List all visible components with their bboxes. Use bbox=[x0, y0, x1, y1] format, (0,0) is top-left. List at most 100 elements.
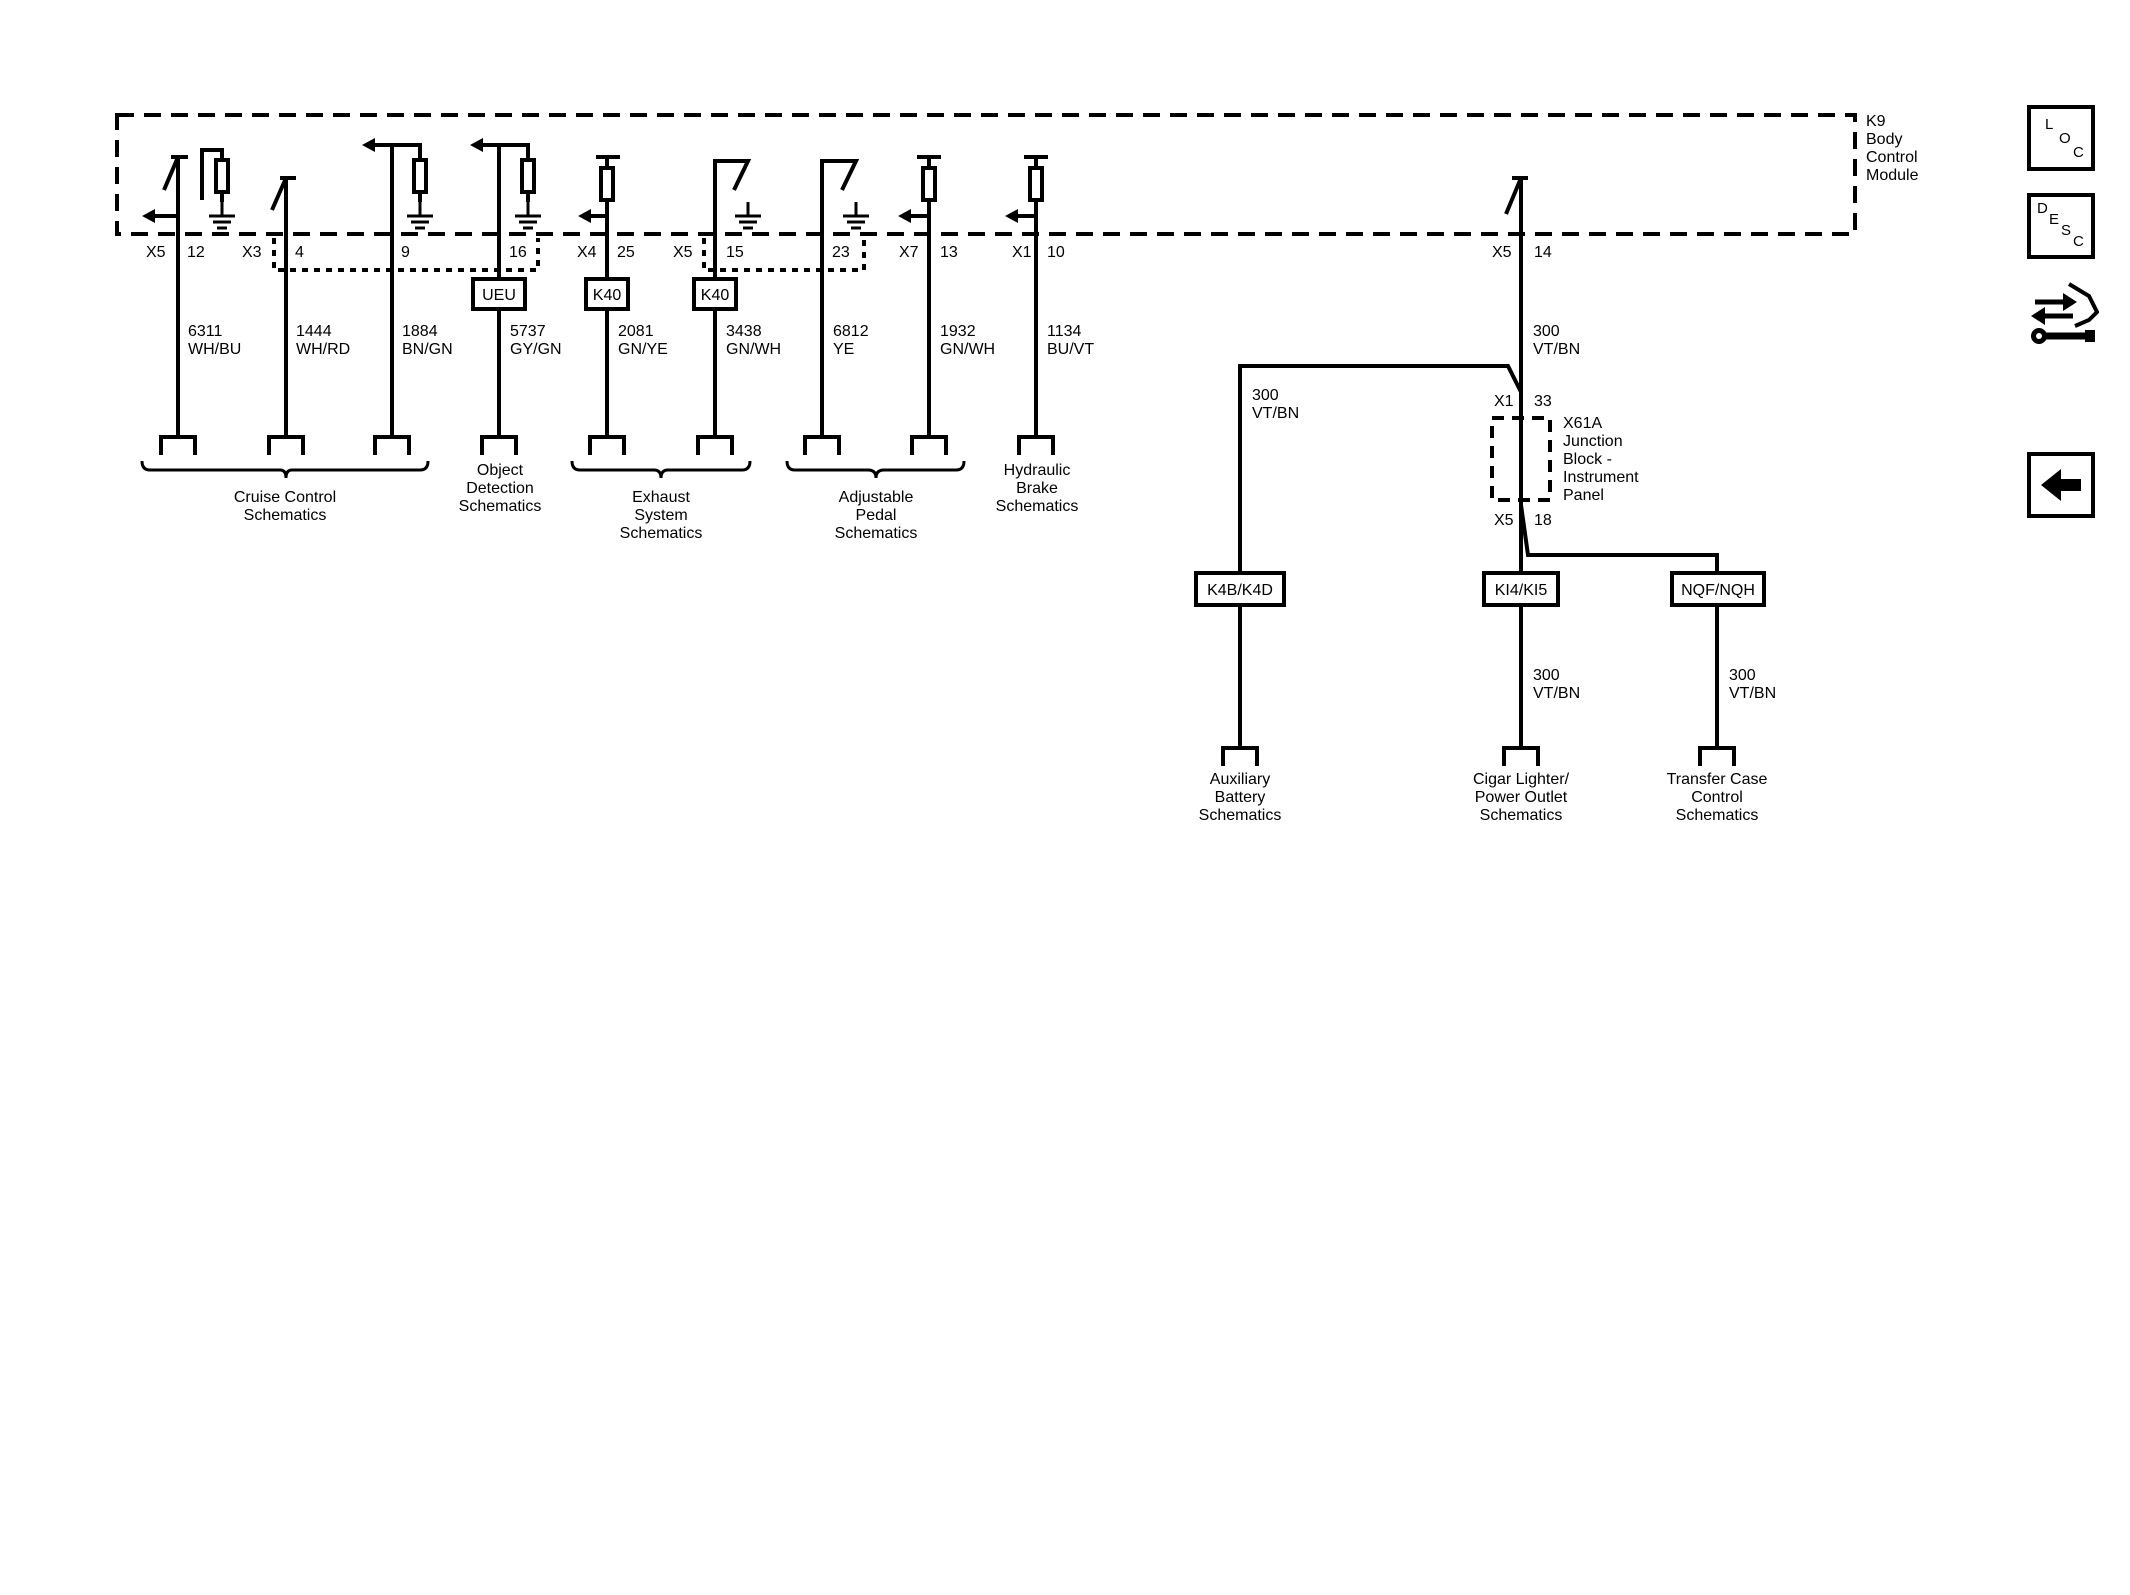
group-pedal-3: Schematics bbox=[835, 525, 918, 542]
pin-16-symbols bbox=[482, 143, 536, 202]
color-300-mid: VT/BN bbox=[1533, 685, 1580, 702]
module-name-3: Module bbox=[1866, 167, 1919, 184]
option-box-nqf-nqh bbox=[1670, 571, 1766, 607]
group-brackets bbox=[140, 460, 966, 479]
dest-aux-3: Schematics bbox=[1199, 807, 1282, 824]
dest-cigar-2: Power Outlet bbox=[1475, 789, 1568, 806]
conn-x5-12: X5 bbox=[146, 244, 166, 261]
pin-23-symbols bbox=[820, 159, 860, 240]
group-pedal-2: Pedal bbox=[856, 507, 897, 524]
junction-top-conn: X1 bbox=[1494, 393, 1514, 410]
dest-aux-1: Auxiliary bbox=[1210, 771, 1270, 788]
conn-x5-14: X5 bbox=[1492, 244, 1512, 261]
dest-transfer-1: Transfer Case bbox=[1667, 771, 1768, 788]
pin-9-symbols bbox=[374, 143, 428, 202]
pin-15: 15 bbox=[726, 244, 744, 261]
pin-14: 14 bbox=[1534, 244, 1552, 261]
color-5737: GY/GN bbox=[510, 341, 562, 358]
color-6311: WH/BU bbox=[188, 341, 241, 358]
conn-x5-15: X5 bbox=[673, 244, 693, 261]
option-box-ki4-ki5 bbox=[1482, 571, 1560, 607]
junction-top-pin: 33 bbox=[1534, 393, 1552, 410]
loc-button[interactable]: L O C bbox=[2027, 105, 2095, 171]
group-cruise-1: Cruise Control bbox=[234, 489, 336, 506]
pin-16: 16 bbox=[509, 244, 527, 261]
group-exhaust-3: Schematics bbox=[620, 525, 703, 542]
group-brake-3: Schematics bbox=[996, 498, 1079, 515]
group-brake-2: Brake bbox=[1016, 480, 1058, 497]
junction-name-2: Junction bbox=[1563, 433, 1623, 450]
loc-letter-l: L bbox=[2045, 116, 2054, 133]
color-3438: GN/WH bbox=[726, 341, 781, 358]
circuit-1884: 1884 bbox=[402, 323, 438, 340]
dest-aux-2: Battery bbox=[1215, 789, 1266, 806]
desc-letter-d: D bbox=[2037, 200, 2048, 217]
module-name-2: Control bbox=[1866, 149, 1918, 166]
pin-10-symbols bbox=[1018, 155, 1048, 218]
color-1444: WH/RD bbox=[296, 341, 350, 358]
option-label-k40-2: K40 bbox=[701, 287, 730, 304]
group-pedal-1: Adjustable bbox=[839, 489, 914, 506]
pin-23: 23 bbox=[832, 244, 850, 261]
group-exhaust-1: Exhaust bbox=[632, 489, 690, 506]
pin-10: 10 bbox=[1047, 244, 1065, 261]
module-boundary bbox=[115, 113, 1857, 236]
connector-wrench-icon[interactable] bbox=[2027, 276, 2099, 352]
circuit-3438: 3438 bbox=[726, 323, 762, 340]
module-name-1: Body bbox=[1866, 131, 1902, 148]
circuit-2081: 2081 bbox=[618, 323, 654, 340]
group-object-3: Schematics bbox=[459, 498, 542, 515]
color-300-right: VT/BN bbox=[1729, 685, 1776, 702]
color-300-left: VT/BN bbox=[1252, 405, 1299, 422]
back-button[interactable] bbox=[2027, 452, 2095, 518]
pin-13-symbols bbox=[911, 155, 941, 218]
option-label-ueu: UEU bbox=[482, 287, 516, 304]
junction-name-3: Block - bbox=[1563, 451, 1612, 468]
right-destination-labels: Auxiliary Battery Schematics Cigar Light… bbox=[1199, 771, 1768, 824]
color-6812: YE bbox=[833, 341, 854, 358]
junction-name-4: Instrument bbox=[1563, 469, 1639, 486]
circuit-1134: 1134 bbox=[1047, 323, 1082, 340]
pin-12: 12 bbox=[187, 244, 205, 261]
right-connectors bbox=[1221, 746, 1736, 768]
pin-14-symbols bbox=[1504, 176, 1528, 215]
color-300-main: VT/BN bbox=[1533, 341, 1580, 358]
circuit-labels: 6311 WH/BU 1444 WH/RD 1884 BN/GN 5737 GY… bbox=[188, 323, 1776, 702]
conn-x4-25: X4 bbox=[577, 244, 597, 261]
dest-transfer-3: Schematics bbox=[1676, 807, 1759, 824]
conn-x1-10: X1 bbox=[1012, 244, 1032, 261]
junction-name-5: Panel bbox=[1563, 487, 1604, 504]
left-connectors bbox=[159, 435, 1055, 457]
junction-block-x61a bbox=[1490, 416, 1552, 502]
circuit-1932: 1932 bbox=[940, 323, 976, 340]
color-1884: BN/GN bbox=[402, 341, 453, 358]
dest-cigar-1: Cigar Lighter/ bbox=[1473, 771, 1570, 788]
wires bbox=[176, 145, 1719, 748]
pin-15-symbols bbox=[713, 159, 752, 210]
group-brake-1: Hydraulic bbox=[1004, 462, 1071, 479]
circuit-300-left: 300 bbox=[1252, 387, 1279, 404]
junction-labels: X1 33 X61A Junction Block - Instrument P… bbox=[1494, 393, 1639, 529]
dest-cigar-3: Schematics bbox=[1480, 807, 1563, 824]
pin-4: 4 bbox=[295, 244, 304, 261]
conn-x3-4: X3 bbox=[242, 244, 262, 261]
circuit-300-mid: 300 bbox=[1533, 667, 1560, 684]
dotted-link-4-16 bbox=[272, 238, 540, 272]
group-object-1: Object bbox=[477, 462, 524, 479]
pin-9: 9 bbox=[401, 244, 410, 261]
option-box-k40-2 bbox=[692, 277, 738, 311]
desc-letter-c: C bbox=[2073, 233, 2084, 250]
pin-13: 13 bbox=[940, 244, 958, 261]
pin-12-symbols bbox=[152, 148, 230, 218]
conn-x7-13: X7 bbox=[899, 244, 919, 261]
pin-25: 25 bbox=[617, 244, 635, 261]
circuit-1444: 1444 bbox=[296, 323, 332, 340]
desc-letter-e: E bbox=[2049, 211, 2060, 228]
option-label-k40-1: K40 bbox=[593, 287, 622, 304]
group-object-2: Detection bbox=[466, 480, 534, 497]
desc-button[interactable]: D E S C bbox=[2027, 193, 2095, 259]
desc-letter-s: S bbox=[2061, 222, 2072, 239]
option-box-k40-1 bbox=[584, 277, 630, 311]
back-arrow-icon bbox=[2041, 469, 2081, 501]
option-box-ueu bbox=[471, 277, 527, 311]
